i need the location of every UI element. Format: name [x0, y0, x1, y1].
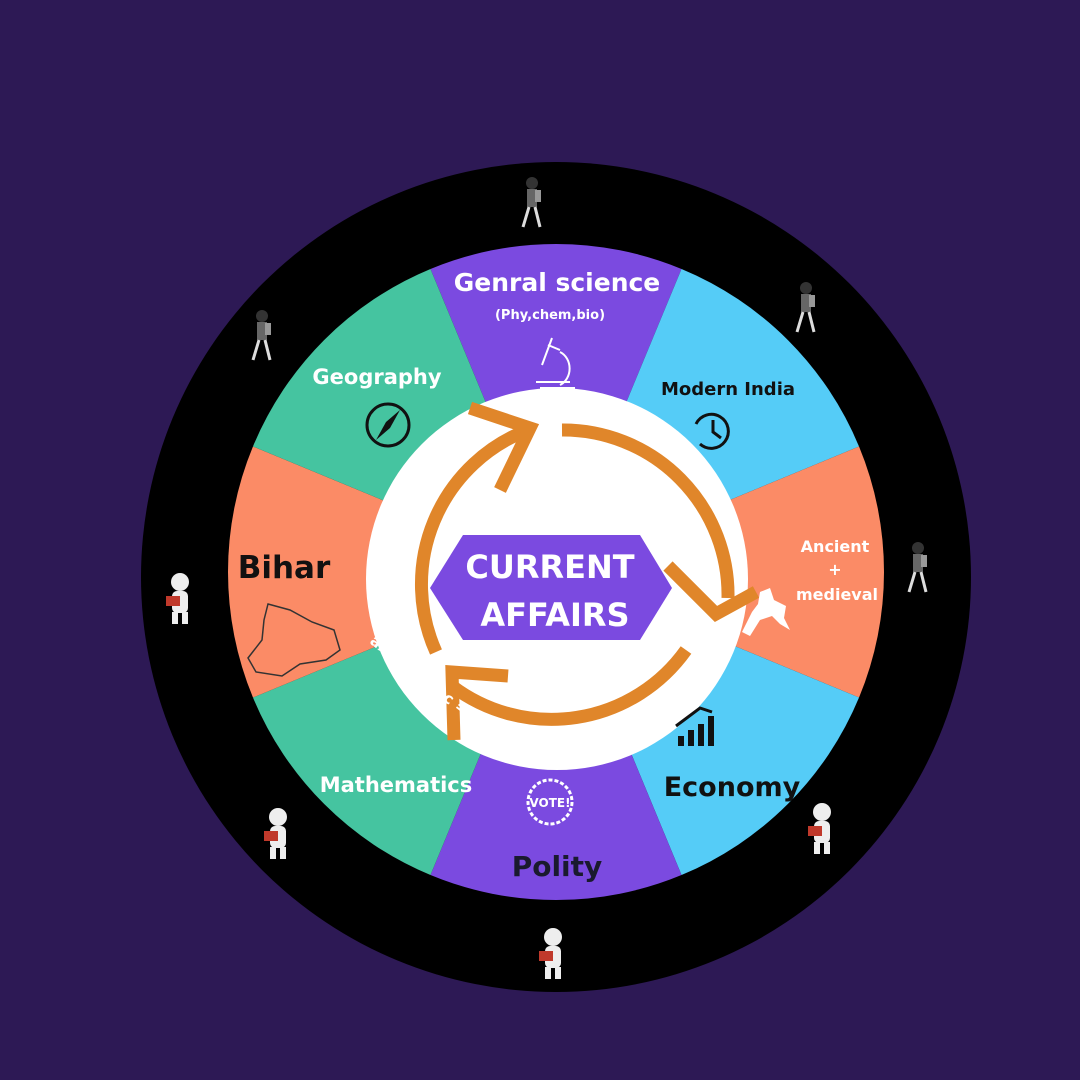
segment-label-polity: Polity [512, 850, 603, 883]
compass-icon [365, 402, 411, 448]
walking-figures [166, 177, 928, 979]
segment-label-general-science: Genral science [454, 268, 661, 297]
reading-figure-icon [539, 928, 562, 979]
segment-sub-general-science: (Phy,chem,bio) [495, 308, 605, 323]
growth-chart-icon [675, 706, 714, 746]
bihar-map-icon [247, 603, 341, 677]
microscope-icon [536, 337, 575, 389]
segment-ancient [694, 446, 884, 698]
arrow-arc-bottom [448, 646, 692, 726]
arrowhead-right-icon [663, 561, 760, 623]
segment-genral-science [430, 244, 682, 434]
segment-label-economy: Economy [664, 772, 801, 803]
segment-label-modern-india: Modern India [661, 379, 795, 400]
reading-figure-icon [808, 803, 831, 854]
center-hexagon [430, 535, 672, 640]
segment-label-mathematics: Mathematics [320, 773, 473, 797]
walking-figure-icon [795, 282, 816, 333]
center-title-line1: CURRENT [465, 548, 634, 586]
walking-figure-icon [251, 310, 272, 361]
segment-label-bihar: Bihar [238, 550, 331, 586]
arrowhead-bottom-icon [445, 665, 509, 741]
reading-figure-icon [166, 573, 189, 624]
segment-label-medieval: medieval [796, 585, 878, 604]
vote-badge-icon: VOTE! [526, 778, 574, 826]
vote-badge-text: VOTE! [529, 796, 570, 810]
cycle-arrows [414, 401, 760, 741]
center-title-line2: AFFAIRS [480, 596, 629, 634]
arrow-arc-left [414, 423, 531, 655]
segment-label-ancient: Ancient [801, 537, 870, 556]
walking-figure-icon [521, 177, 542, 228]
walking-figure-icon [907, 542, 928, 593]
reading-figure-icon [264, 808, 287, 859]
horse-rider-icon [742, 588, 790, 636]
segment-plus: + [828, 560, 841, 579]
arrow-arc-right [561, 423, 735, 599]
history-clock-icon [694, 412, 730, 450]
segment-bihar [228, 446, 418, 698]
arrowhead-top-icon [467, 401, 540, 493]
segment-label-geography: Geography [312, 365, 441, 389]
